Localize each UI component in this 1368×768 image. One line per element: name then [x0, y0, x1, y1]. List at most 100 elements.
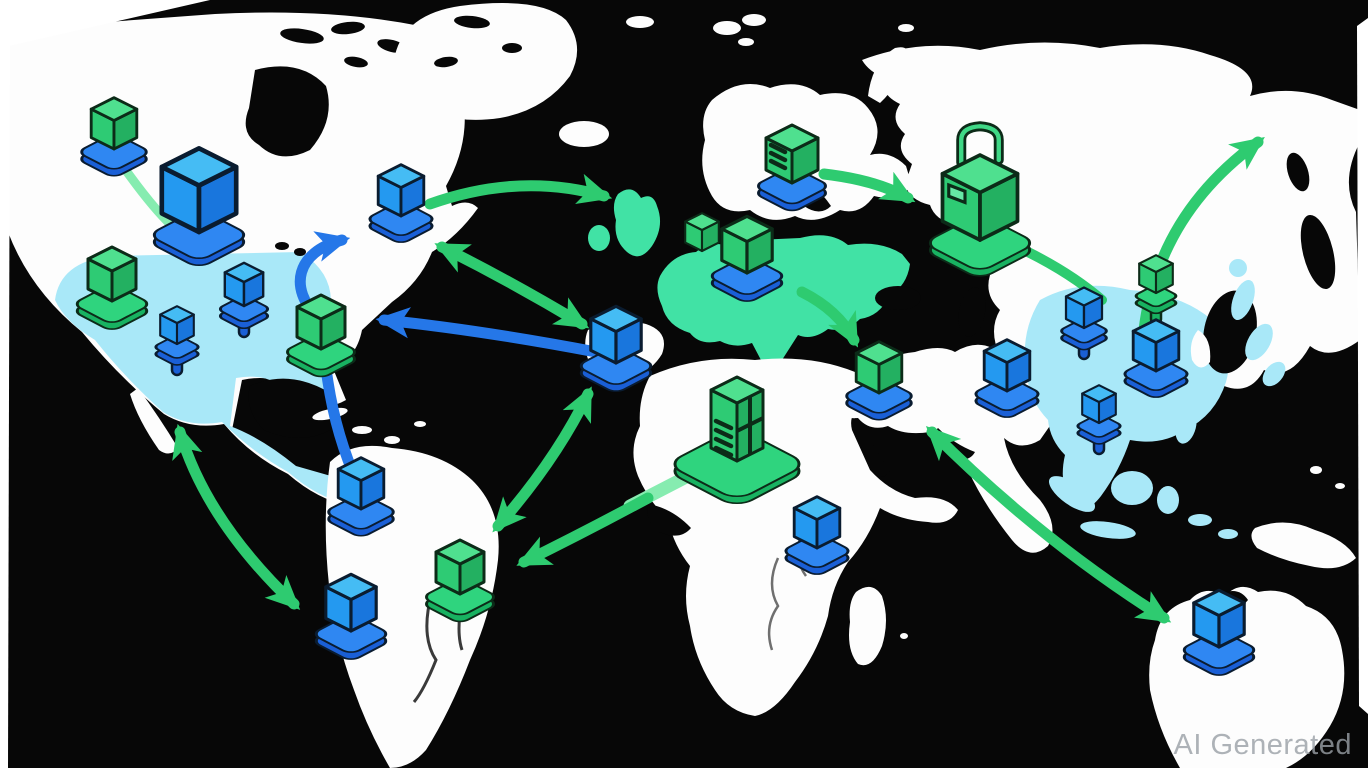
gulf-of-mexico — [248, 378, 339, 438]
philippines — [1175, 408, 1197, 444]
caribbean-island — [384, 436, 400, 444]
region-baja-white — [130, 388, 178, 454]
node-platform — [327, 494, 395, 530]
iso-cube — [792, 495, 842, 550]
node-europe-main — [710, 214, 784, 302]
iceland — [559, 121, 609, 147]
node-south-america-south — [314, 572, 388, 660]
landmass-new-guinea — [1251, 522, 1356, 569]
iso-cube — [982, 338, 1032, 393]
node-asia-package — [928, 121, 1032, 277]
package-handle-inner — [959, 124, 1001, 165]
node-newfoundland — [368, 163, 434, 243]
node-platform — [845, 378, 913, 414]
node-platform — [314, 615, 388, 653]
node-south-america-north — [327, 456, 395, 537]
package-label — [947, 182, 967, 205]
node-us-south — [154, 305, 200, 377]
arrow-africaserver-to-brazil — [516, 492, 654, 568]
cube-top-face — [1081, 384, 1117, 404]
iso-cube — [764, 123, 820, 185]
node-australia — [1182, 588, 1256, 676]
pacific-island — [1335, 483, 1345, 489]
node-platform — [1060, 318, 1108, 344]
node-platform — [928, 216, 1032, 270]
greenland-mark — [434, 56, 458, 68]
node-platform — [286, 333, 356, 371]
indian-ocean-speck — [900, 633, 908, 639]
frame-right-strip — [1357, 18, 1368, 714]
caribbean-island — [352, 426, 372, 434]
sulawesi — [1157, 486, 1179, 514]
cube-top-face — [709, 375, 765, 405]
node-platform — [1134, 284, 1178, 308]
node-platform — [218, 295, 270, 323]
node-platform — [425, 578, 495, 616]
svalbard — [742, 14, 766, 26]
japan-island — [1231, 279, 1255, 321]
great-lake — [275, 242, 289, 250]
node-us-east — [286, 293, 356, 378]
node-northwest-canada — [80, 96, 148, 177]
iso-cube — [720, 214, 774, 275]
arctic-channel — [331, 21, 365, 35]
iso-cube — [684, 212, 720, 253]
arrow-iberia-to-useast — [375, 307, 602, 358]
node-canada-large — [152, 145, 246, 266]
node-platform — [154, 335, 200, 359]
node-platform — [80, 134, 148, 170]
node-platform — [673, 430, 801, 498]
arctic-island — [626, 16, 654, 28]
svalbard — [713, 21, 741, 35]
node-us-west — [75, 245, 149, 330]
cube-top-face — [982, 338, 1032, 364]
node-scandinavia-crate — [757, 123, 827, 212]
cube-top-face — [89, 96, 139, 122]
node-china-blue — [1060, 286, 1108, 361]
borneo — [1111, 471, 1153, 505]
indonesia-island — [1218, 529, 1238, 539]
caspian-sea — [958, 287, 986, 337]
server-vent-line — [713, 427, 734, 440]
arctic-island — [898, 24, 914, 32]
crate-vent-line — [768, 142, 788, 155]
node-platform — [368, 202, 434, 236]
frame-left-strip — [0, 20, 10, 768]
iso-cube — [1131, 318, 1181, 373]
node-platform — [1076, 414, 1122, 438]
region-ireland-mint — [588, 225, 610, 251]
red-sea — [846, 418, 890, 478]
iso-cube — [1192, 588, 1246, 649]
iso-cube — [159, 145, 239, 235]
node-platform — [784, 534, 850, 568]
iso-cube — [295, 293, 347, 351]
iso-cube — [159, 305, 195, 346]
server-vent-line — [713, 436, 734, 449]
node-east-africa — [784, 495, 850, 575]
cube-top-face — [589, 304, 643, 334]
caribbean-island — [414, 421, 426, 427]
cube-top-face — [159, 145, 239, 188]
node-europe-small — [684, 212, 720, 253]
iso-cube — [324, 572, 378, 633]
iso-cube — [434, 538, 486, 596]
iso-cube — [709, 375, 765, 463]
iso-cube — [336, 456, 386, 511]
cube-top-face — [764, 123, 820, 153]
node-southeast-asia — [1076, 384, 1122, 456]
iso-cube — [589, 304, 643, 365]
japan-island — [1262, 361, 1286, 387]
iso-cube — [854, 340, 904, 395]
node-atlantic-iberia — [579, 304, 653, 392]
node-platform — [974, 377, 1040, 411]
arrow-mexico-southamerica-both — [172, 423, 301, 610]
iso-cube — [1064, 286, 1104, 330]
node-platform — [710, 257, 784, 295]
arrow-newfoundland-to-uk — [424, 173, 613, 210]
server-vent-line — [713, 445, 734, 458]
arctic-channel — [280, 28, 324, 44]
ne-asia-mark — [1286, 152, 1310, 192]
cube-top-face — [792, 495, 842, 521]
cube-top-face — [295, 293, 347, 321]
